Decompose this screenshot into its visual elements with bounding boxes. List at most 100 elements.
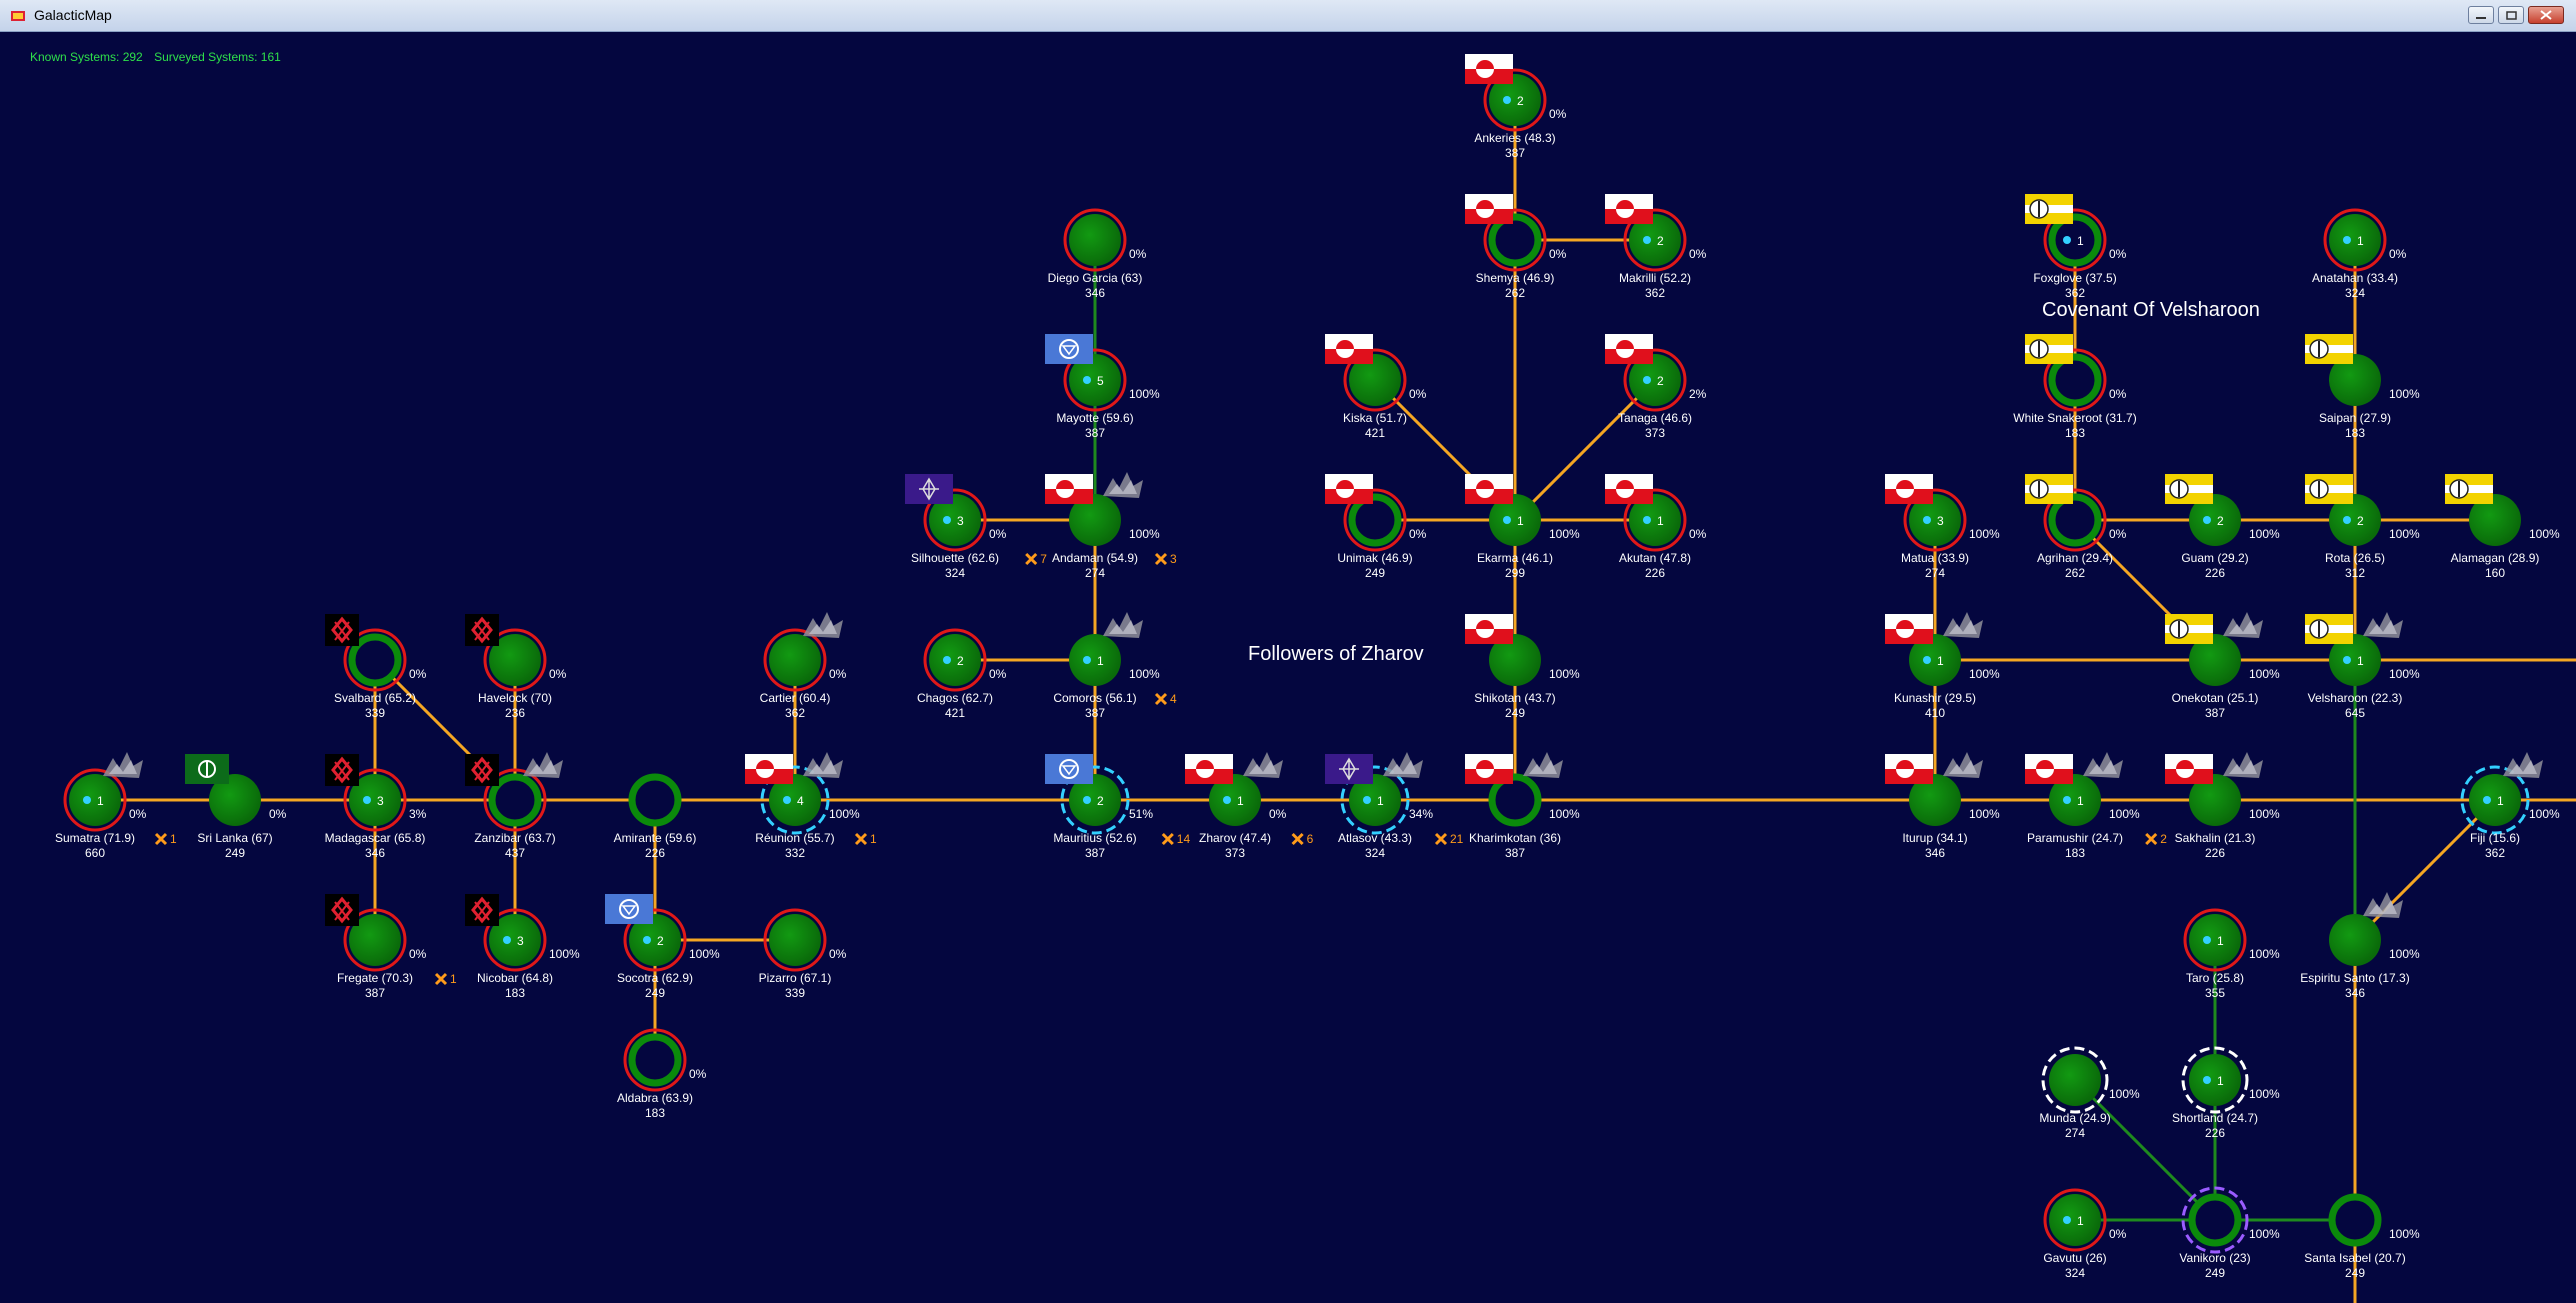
system-espiritusanto[interactable]: 100%Espiritu Santo (17.3)346 — [2300, 892, 2420, 1000]
survey-percent: 3% — [409, 807, 427, 821]
system-agrihan[interactable]: 0%Agrihan (29.4)262 — [2025, 474, 2127, 580]
system-ankeries[interactable]: 20%Ankeries (48.3)387 — [1465, 54, 1567, 160]
combat-count: 14 — [1177, 832, 1191, 846]
region-label-velsharoon: Covenant Of Velsharoon — [2042, 299, 2260, 321]
planet-icon — [929, 494, 981, 546]
close-button[interactable] — [2528, 6, 2564, 24]
system-vanikoro[interactable]: 100%Vanikoro (23)249 — [2179, 1186, 2280, 1280]
system-svalbard[interactable]: 0%Svalbard (65.2)339 — [325, 614, 427, 720]
system-value: 346 — [1925, 846, 1945, 860]
ownership-ring — [2043, 348, 2107, 412]
fleet-count: 1 — [1237, 794, 1244, 808]
maximize-button[interactable] — [2498, 6, 2524, 24]
system-kiska[interactable]: 0%Kiska (51.7)421 — [1325, 334, 1427, 440]
system-name: Zharov (47.4) — [1199, 831, 1271, 845]
system-iturup[interactable]: 100%Iturup (34.1)346 — [1885, 752, 2000, 860]
system-havelock[interactable]: 0%Havelock (70)236 — [465, 614, 567, 720]
system-value: 362 — [2065, 286, 2085, 300]
survey-percent: 100% — [1549, 527, 1580, 541]
fleet-ring — [1340, 765, 1410, 835]
fleet-ring — [2181, 1046, 2249, 1114]
system-shemya[interactable]: 0%Shemya (46.9)262 — [1465, 194, 1567, 300]
system-makrilli[interactable]: 20%Makrilli (52.2)362 — [1605, 194, 1707, 300]
system-name: Shemya (46.9) — [1476, 271, 1555, 285]
combat-count: 21 — [1450, 832, 1464, 846]
system-chagos[interactable]: 20%Chagos (62.7)421 — [917, 628, 1007, 720]
system-amirante[interactable]: Amirante (59.6)226 — [614, 773, 697, 860]
system-munda[interactable]: 100%Munda (24.9)274 — [2039, 1046, 2140, 1140]
system-value: 421 — [1365, 426, 1385, 440]
system-whitesnakeroot[interactable]: 0%White Snakeroot (31.7)183 — [2013, 334, 2137, 440]
system-name: Santa Isabel (20.7) — [2304, 1251, 2405, 1265]
faction-flag-black — [465, 614, 499, 646]
system-unimak[interactable]: 0%Unimak (46.9)249 — [1325, 474, 1427, 580]
ownership-ring — [343, 908, 407, 972]
system-tanaga[interactable]: 22%Tanaga (46.6)373 — [1605, 334, 1707, 440]
combat-icon — [1434, 832, 1448, 846]
system-akutan[interactable]: 10%Akutan (47.8)226 — [1605, 474, 1707, 580]
system-name: Fregate (70.3) — [337, 971, 413, 985]
fleet-count: 1 — [2497, 794, 2504, 808]
system-sakhalin[interactable]: 100%Sakhalin (21.3)226 — [2165, 752, 2280, 860]
system-foxglove[interactable]: 10%Foxglove (37.5)362 — [2025, 194, 2127, 300]
system-value: 373 — [1645, 426, 1665, 440]
survey-percent: 100% — [1969, 667, 2000, 681]
system-anatahan[interactable]: 10%Anatahan (33.4)324 — [2312, 208, 2407, 300]
system-value: 312 — [2345, 566, 2365, 580]
system-diegogarcia[interactable]: 0%Diego Garcia (63)346 — [1048, 208, 1147, 300]
system-value: 387 — [1505, 846, 1525, 860]
fleet-dot-icon — [2063, 236, 2071, 244]
survey-percent: 100% — [1549, 807, 1580, 821]
minimize-button[interactable] — [2468, 6, 2494, 24]
fleet-count: 3 — [1937, 514, 1944, 528]
system-name: Paramushir (24.7) — [2027, 831, 2123, 845]
fleet-dot-icon — [2063, 796, 2071, 804]
system-shikotan[interactable]: 100%Shikotan (43.7)249 — [1465, 614, 1580, 720]
combat-icon — [2145, 832, 2158, 846]
system-zanzibar[interactable]: Zanzibar (63.7)437 — [465, 752, 563, 860]
system-kharimkotan[interactable]: 100%Kharimkotan (36)387 — [1465, 752, 1580, 860]
system-pizarro[interactable]: 0%Pizarro (67.1)339 — [759, 908, 847, 1000]
survey-percent: 0% — [989, 667, 1007, 681]
system-gavutu[interactable]: 10%Gavutu (26)324 — [2043, 1188, 2127, 1280]
system-srilanka[interactable]: 0%Sri Lanka (67)249 — [185, 754, 287, 860]
system-aldabra[interactable]: 0%Aldabra (63.9)183 — [617, 1028, 707, 1120]
faction-flag-black — [325, 754, 359, 786]
system-value: 373 — [1225, 846, 1245, 860]
system-name: Guam (29.2) — [2181, 551, 2248, 565]
fleet-count: 2 — [957, 654, 964, 668]
fleet-dot-icon — [1363, 796, 1371, 804]
system-santaisabel[interactable]: 100%Santa Isabel (20.7)249 — [2304, 1193, 2420, 1280]
system-madagascar[interactable]: 33%Madagascar (65.8)346 — [325, 754, 427, 860]
system-alamagan[interactable]: 100%Alamagan (28.9)160 — [2445, 474, 2560, 580]
system-onekotan[interactable]: 100%Onekotan (25.1)387 — [2165, 612, 2280, 720]
system-saipan[interactable]: 100%Saipan (27.9)183 — [2305, 334, 2420, 440]
planet-icon — [489, 914, 541, 966]
system-name: Rota (26.5) — [2325, 551, 2385, 565]
system-value: 324 — [945, 566, 965, 580]
system-cartier[interactable]: 0%Cartier (60.4)362 — [760, 612, 847, 720]
